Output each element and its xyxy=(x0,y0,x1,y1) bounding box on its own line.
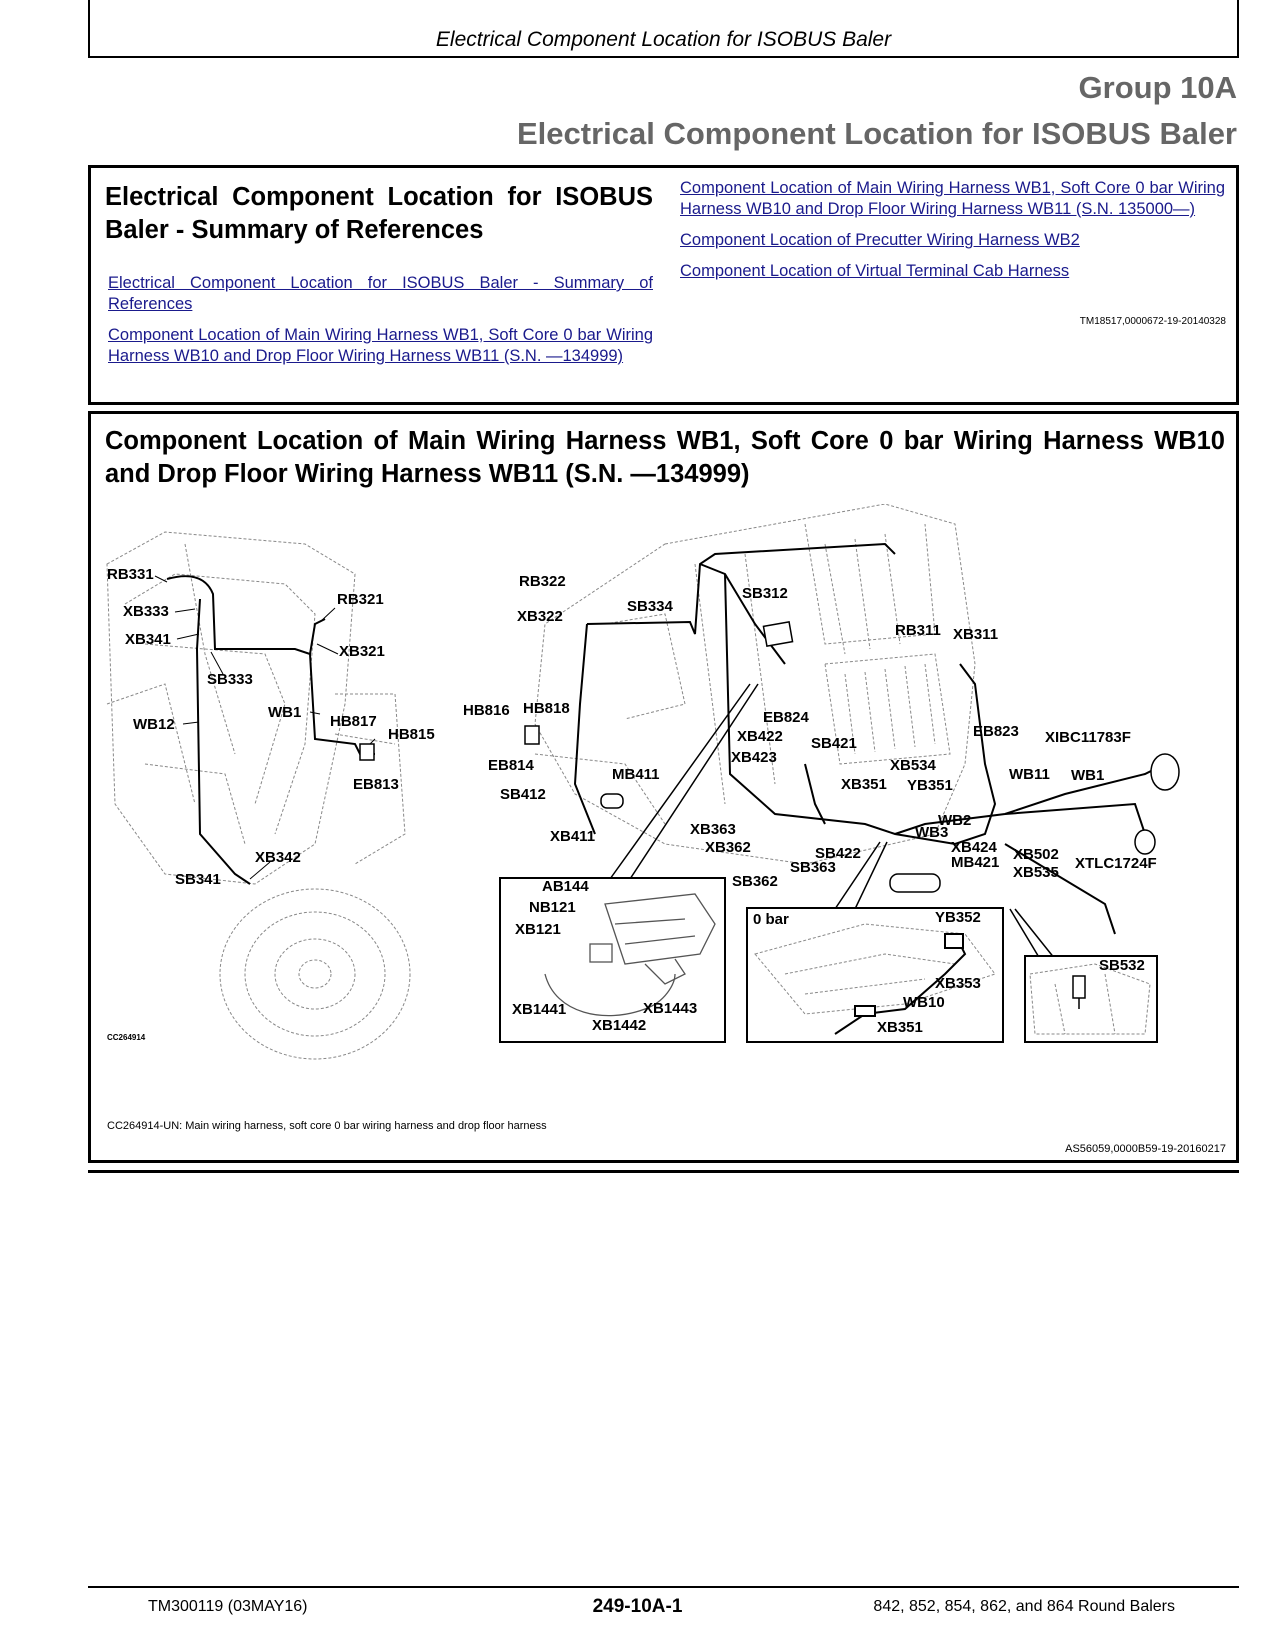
summary-reference-id: TM18517,0000672-19-20140328 xyxy=(1079,316,1226,327)
footer-page-number: 249-10A-1 xyxy=(592,1596,683,1617)
left-view-harness xyxy=(166,575,375,885)
summary-links-left: Electrical Component Location for ISOBUS… xyxy=(108,273,653,377)
inset-0bar-drawing xyxy=(754,923,996,1015)
callout-nb121: NB121 xyxy=(529,899,576,916)
callout-rb331: RB331 xyxy=(107,566,154,583)
right-view-connector-parts xyxy=(359,621,1180,893)
callout-xb502: XB502 xyxy=(1013,846,1059,863)
callout-eb823: EB823 xyxy=(973,723,1019,740)
callout-eb813: EB813 xyxy=(353,776,399,793)
callout-hb816: HB816 xyxy=(463,702,510,719)
summary-of-references-box: Electrical Component Location for ISOBUS… xyxy=(88,165,1239,405)
footer-manual-id: TM300119 (03MAY16) xyxy=(148,1598,308,1615)
summary-link[interactable]: Electrical Component Location for ISOBUS… xyxy=(108,274,653,313)
callout-xb424: XB424 xyxy=(951,839,998,856)
callout-xb321: XB321 xyxy=(339,643,385,660)
inset-drop-floor-sensor xyxy=(1072,975,1086,1009)
callout-xb423: XB423 xyxy=(731,749,777,766)
callout-xb422: XB422 xyxy=(737,728,783,745)
callout-xb1443: XB1443 xyxy=(643,1000,697,1017)
callout-xb1441: XB1441 xyxy=(512,1001,566,1018)
callout-hb818: HB818 xyxy=(523,700,570,717)
callout-xb322: XB322 xyxy=(517,608,563,625)
summary-link[interactable]: Component Location of Precutter Wiring H… xyxy=(680,231,1080,249)
callout-xb342: XB342 xyxy=(255,849,301,866)
callout-sb532: SB532 xyxy=(1099,957,1145,974)
callout-xibc11783f: XIBC11783F xyxy=(1045,729,1131,746)
section-title: Component Location of Main Wiring Harnes… xyxy=(105,427,1225,488)
callout-rb311: RB311 xyxy=(895,622,941,639)
callout-xb351-inset: XB351 xyxy=(877,1019,923,1036)
callout-xb333: XB333 xyxy=(123,603,169,620)
footer-rule xyxy=(88,1586,1239,1588)
left-view-drawing xyxy=(106,531,406,885)
summary-title: Electrical Component Location for ISOBUS… xyxy=(105,183,653,244)
callout-xtlc1724f: XTLC1724F xyxy=(1075,855,1157,872)
callout-eb814: EB814 xyxy=(488,757,535,774)
right-view-drawing xyxy=(534,504,976,865)
callout-xb341: XB341 xyxy=(125,631,171,648)
callout-wb3: WB3 xyxy=(915,824,948,841)
running-head: Electrical Component Location for ISOBUS… xyxy=(88,0,1239,58)
inset-drop-floor-drawing xyxy=(1029,963,1151,1035)
callout-wb1-right: WB1 xyxy=(1071,767,1104,784)
callout-yb352: YB352 xyxy=(935,909,981,926)
group-number: Group 10A xyxy=(1078,70,1237,105)
group-title: Electrical Component Location for ISOBUS… xyxy=(516,116,1237,151)
callout-mb411: MB411 xyxy=(612,766,660,783)
inset-0bar-label: 0 bar xyxy=(753,911,789,928)
component-location-section: Component Location of Main Wiring Harnes… xyxy=(88,411,1239,1163)
inset-drop-floor xyxy=(1024,955,1158,1043)
callout-xb534: XB534 xyxy=(890,757,937,774)
callout-xb121: XB121 xyxy=(515,921,561,938)
callout-sb312: SB312 xyxy=(742,585,788,602)
callout-mb421: MB421 xyxy=(951,854,999,871)
callout-rb321: RB321 xyxy=(337,591,384,608)
summary-link[interactable]: Component Location of Main Wiring Harnes… xyxy=(680,179,1225,218)
callout-xb351: XB351 xyxy=(841,776,887,793)
callout-hb817: HB817 xyxy=(330,713,377,730)
callout-xb362: XB362 xyxy=(705,839,751,856)
callout-xb311: XB311 xyxy=(953,626,998,643)
inset-precutter-drawing xyxy=(544,893,716,1017)
callout-wb12: WB12 xyxy=(133,716,175,733)
summary-link[interactable]: Component Location of Main Wiring Harnes… xyxy=(108,326,653,365)
callout-sb334: SB334 xyxy=(627,598,674,615)
callout-sb422: SB422 xyxy=(815,845,861,862)
callout-sb333: SB333 xyxy=(207,671,253,688)
wiring-harness-figure: RB331 XB333 XB341 SB333 WB12 WB1 RB321 X… xyxy=(106,504,1180,1060)
figure-id: CC264914 xyxy=(107,1033,146,1042)
section-end-rule xyxy=(88,1170,1239,1173)
callout-ab144: AB144 xyxy=(542,878,589,895)
callout-xb411: XB411 xyxy=(550,828,595,845)
callout-sb363: SB363 xyxy=(790,859,836,876)
inset-0bar xyxy=(746,907,1004,1043)
callout-eb824: EB824 xyxy=(763,709,810,726)
callout-sb362: SB362 xyxy=(732,873,778,890)
callout-wb11: WB11 xyxy=(1009,766,1050,783)
callout-yb351: YB351 xyxy=(907,777,953,794)
callout-rb322: RB322 xyxy=(519,573,566,590)
running-head-text: Electrical Component Location for ISOBUS… xyxy=(435,28,892,51)
inset-0bar-harness xyxy=(834,933,967,1035)
callout-sb421: SB421 xyxy=(811,735,857,752)
inset-pointer-lines xyxy=(609,683,1056,960)
callout-sb341: SB341 xyxy=(175,871,221,888)
callout-wb10: WB10 xyxy=(903,994,945,1011)
section-reference-id: AS56059,0000B59-19-20160217 xyxy=(1065,1143,1226,1155)
callout-wb1-left: WB1 xyxy=(268,704,301,721)
callout-xb353: XB353 xyxy=(935,975,981,992)
callout-wb2: WB2 xyxy=(938,812,971,829)
summary-links-right: Component Location of Main Wiring Harnes… xyxy=(680,178,1225,292)
callout-xb1442: XB1442 xyxy=(592,1017,646,1034)
figure-caption: CC264914-UN: Main wiring harness, soft c… xyxy=(107,1120,547,1132)
callout-xb363: XB363 xyxy=(690,821,736,838)
callout-xb535: XB535 xyxy=(1013,864,1059,881)
footer-model-list: 842, 852, 854, 862, and 864 Round Balers xyxy=(873,1598,1175,1615)
summary-link[interactable]: Component Location of Virtual Terminal C… xyxy=(680,262,1070,280)
callout-sb412: SB412 xyxy=(500,786,546,803)
callout-hb815: HB815 xyxy=(388,726,435,743)
callout-labels: RB331 XB333 XB341 SB333 WB12 WB1 RB321 X… xyxy=(107,566,1157,1042)
left-view-wheel xyxy=(219,888,411,1060)
